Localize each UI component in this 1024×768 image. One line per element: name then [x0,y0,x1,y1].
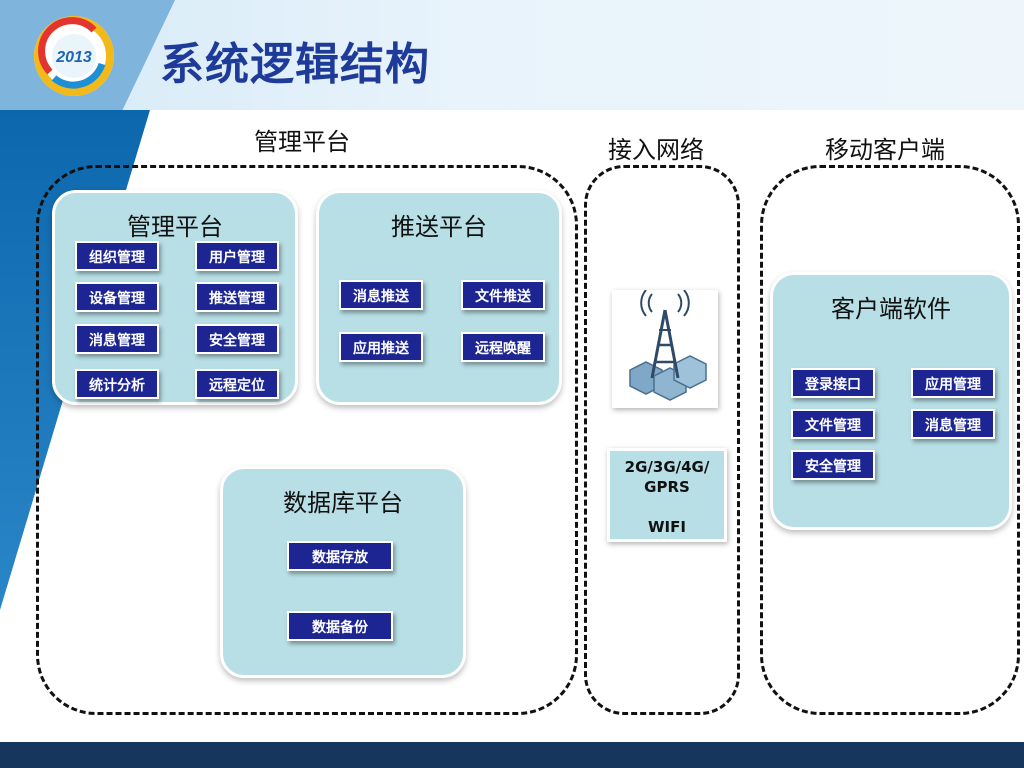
chip-push-management: 推送管理 [195,282,279,312]
database-panel: 数据库平台 数据存放 数据备份 [220,466,466,678]
network-line-1: 2G/3G/4G/ [624,458,710,476]
page-title: 系统逻辑结构 [160,39,430,90]
client-panel-title: 客户端软件 [831,295,951,323]
management-panel: 管理平台 组织管理 用户管理 设备管理 推送管理 消息管理 安全管理 统计分析 … [52,190,298,405]
chip-client-security-management: 安全管理 [791,450,875,480]
chip-message-management: 消息管理 [75,324,159,354]
header-band [0,0,1024,110]
chip-org-management: 组织管理 [75,241,159,271]
section-label-management: 管理平台 [254,128,350,156]
network-line-2: GPRS [644,478,690,496]
chip-file-management: 文件管理 [791,409,875,439]
2013-logo-icon: 2013 [34,16,114,96]
network-types-box: 2G/3G/4G/ GPRS WIFI [607,448,727,542]
chip-client-message-management: 消息管理 [911,409,995,439]
chip-data-backup: 数据备份 [287,611,393,641]
footer-band [0,742,1024,768]
chip-app-management: 应用管理 [911,368,995,398]
chip-security-management: 安全管理 [195,324,279,354]
chip-app-push: 应用推送 [339,332,423,362]
database-panel-title: 数据库平台 [283,489,403,517]
chip-message-push: 消息推送 [339,280,423,310]
chip-remote-wakeup: 远程唤醒 [461,332,545,362]
chip-user-management: 用户管理 [195,241,279,271]
network-line-3: WIFI [648,518,686,536]
chip-remote-location: 远程定位 [195,369,279,399]
management-panel-title: 管理平台 [127,213,223,241]
tower-box [612,289,718,408]
chip-data-storage: 数据存放 [287,541,393,571]
chip-file-push: 文件推送 [461,280,545,310]
push-panel: 推送平台 消息推送 文件推送 应用推送 远程唤醒 [316,190,562,405]
section-label-mobile: 移动客户端 [825,136,945,164]
section-label-access: 接入网络 [608,136,704,164]
chip-statistics: 统计分析 [75,369,159,399]
management-group [36,165,578,715]
client-panel: 客户端软件 登录接口 应用管理 文件管理 消息管理 安全管理 [770,272,1012,530]
signal-tower-icon [629,289,707,401]
mobile-client-group [760,165,1020,715]
chip-login-interface: 登录接口 [791,368,875,398]
logo-text: 2013 [55,49,92,66]
chip-device-management: 设备管理 [75,282,159,312]
push-panel-title: 推送平台 [391,213,487,241]
access-network-group [584,165,740,715]
